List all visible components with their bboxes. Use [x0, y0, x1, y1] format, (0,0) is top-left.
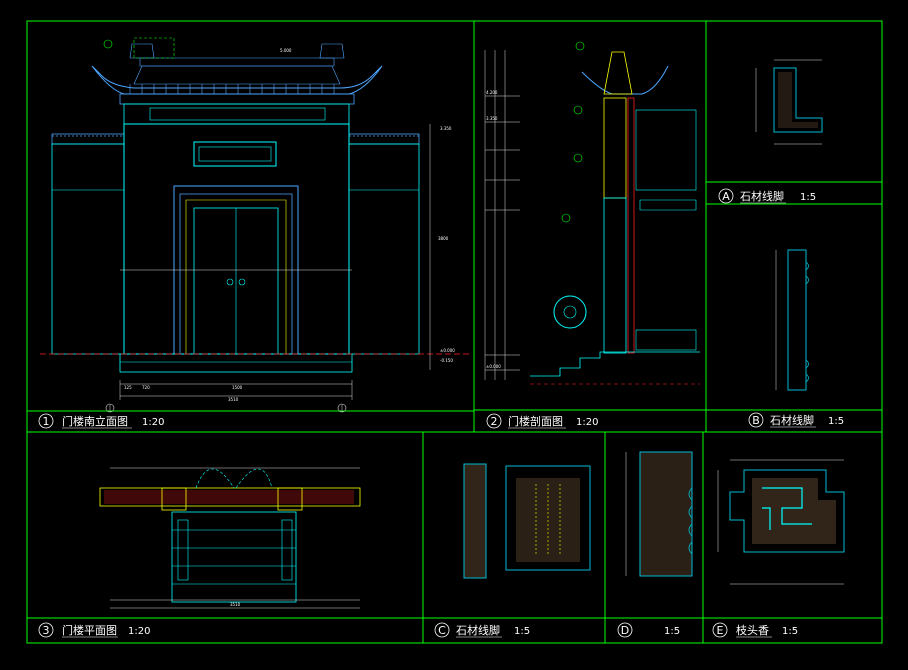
section-level-zero: ±0.000 [486, 364, 501, 369]
svg-text:E: E [717, 624, 724, 637]
panel-d-title: D 1:5 [617, 622, 680, 638]
svg-text:1:5: 1:5 [828, 416, 844, 427]
svg-text:1:5: 1:5 [514, 626, 530, 637]
edge-dim: 125 [124, 385, 132, 390]
svg-text:石材线脚: 石材线脚 [740, 189, 784, 203]
svg-text:1:20: 1:20 [142, 417, 164, 428]
svg-text:3: 3 [43, 624, 50, 637]
side-width-dim: 720 [142, 385, 150, 390]
detail-c-drawing [463, 463, 591, 579]
svg-text:B: B [752, 414, 760, 427]
panel-c-title: C 石材线脚 1:5 [434, 622, 530, 638]
svg-text:1:20: 1:20 [128, 626, 150, 637]
panel-e-title: E 枝头香 1:5 [712, 622, 798, 638]
svg-text:枝头香: 枝头香 [736, 623, 769, 637]
level-c: 5.000 [280, 48, 292, 53]
panel-2-title: 2 门楼剖面图 1:20 [486, 413, 598, 429]
level-neg: -0.150 [440, 358, 453, 363]
detail-e-drawing [717, 459, 845, 585]
panel-b-title: B 石材线脚 1:5 [748, 412, 844, 428]
svg-text:1:5: 1:5 [782, 626, 798, 637]
detail-d-drawing [625, 451, 693, 577]
plan-drawing: 3510 [99, 467, 361, 609]
svg-text:门楼剖面图: 门楼剖面图 [508, 414, 563, 428]
level-zero: ±0.000 [440, 348, 455, 353]
panel-a-title: A 石材线脚 1:5 [718, 188, 816, 204]
door-width-dim: 1500 [232, 385, 243, 390]
svg-text:1:5: 1:5 [800, 192, 816, 203]
detail-b-drawing [775, 249, 809, 391]
svg-text:石材线脚: 石材线脚 [456, 623, 500, 637]
section-level-b: 4.200 [486, 90, 498, 95]
svg-text:门楼平面图: 门楼平面图 [62, 623, 117, 637]
panel-1-title: 1 门楼南立面图 1:20 [38, 413, 164, 429]
svg-text:C: C [438, 624, 446, 637]
svg-text:1: 1 [43, 415, 50, 428]
svg-text:1:20: 1:20 [576, 417, 598, 428]
overall-width-dim: 3510 [228, 397, 239, 402]
section-level-a: 3.350 [486, 116, 498, 121]
svg-text:1:5: 1:5 [664, 626, 680, 637]
svg-text:A: A [722, 190, 730, 203]
panel-3-title: 3 门楼平面图 1:20 [38, 622, 150, 638]
svg-text:门楼南立面图: 门楼南立面图 [62, 414, 128, 428]
svg-text:D: D [621, 624, 629, 637]
sheet-border [26, 20, 883, 644]
panel-dividers [27, 21, 882, 643]
plan-width-dim: 3510 [230, 602, 241, 607]
height-dim: 3800 [438, 236, 449, 241]
svg-text:石材线脚: 石材线脚 [770, 413, 814, 427]
section-drawing: 4.200 3.350 ±0.000 [484, 41, 700, 385]
svg-text:2: 2 [491, 415, 498, 428]
level-a: 3.350 [440, 126, 452, 131]
elevation-drawing: 3510 1500 720 125 3800 ±0.000 -0.150 3.3… [40, 37, 470, 413]
detail-a-drawing [755, 59, 823, 145]
